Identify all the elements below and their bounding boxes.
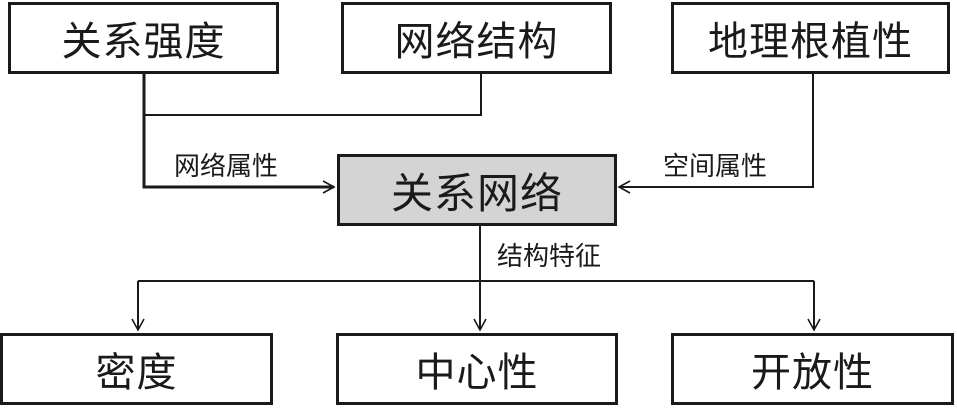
node-relation-network: 关系网络 — [337, 154, 617, 226]
edge-network-structure-join — [144, 72, 482, 116]
node-density: 密度 — [0, 333, 273, 405]
node-openness: 开放性 — [671, 333, 954, 405]
label-spatial-attribute: 空间属性 — [663, 152, 768, 182]
edge-network-attribute — [142, 72, 336, 194]
edge-spatial-attribute — [617, 72, 814, 194]
label-network-attribute: 网络属性 — [174, 152, 279, 182]
node-network-structure: 网络结构 — [341, 2, 612, 74]
node-relation-strength: 关系强度 — [8, 2, 279, 74]
node-centrality: 中心性 — [336, 333, 618, 405]
label-structural-features: 结构特征 — [497, 242, 602, 272]
node-geo-embeddedness: 地理根植性 — [671, 2, 950, 74]
